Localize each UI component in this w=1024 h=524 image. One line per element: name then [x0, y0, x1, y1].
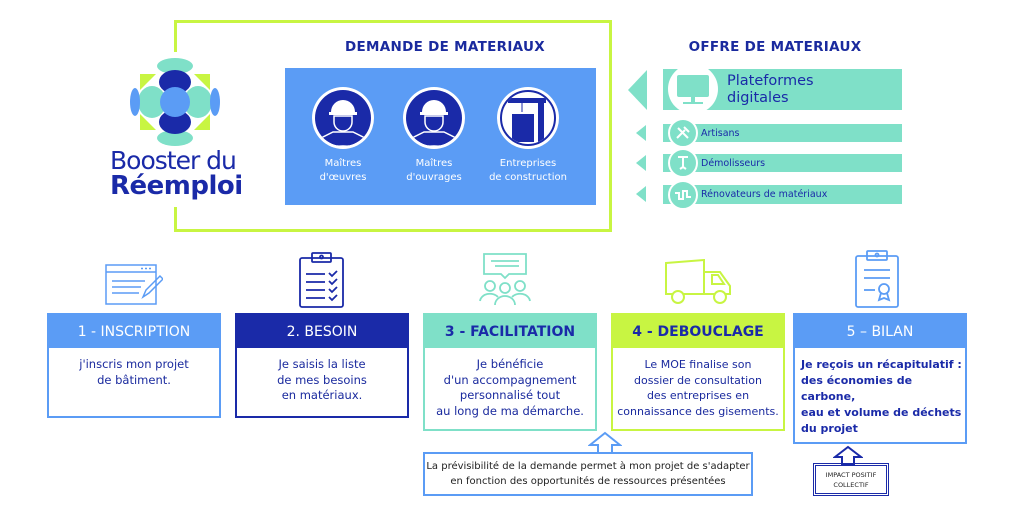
demand-panel: Maîtres d'œuvres Maîtres d'ouvrages Entr…: [285, 68, 596, 205]
actor-label-line1: Entreprises: [499, 158, 557, 169]
step-text-line: dossier de consultation: [634, 373, 762, 387]
step-text-line: au long de ma démarche.: [436, 403, 584, 418]
logo-text-line1: Booster du: [110, 146, 237, 175]
logo-mark-icon: [130, 58, 220, 146]
offer-label: Artisans: [701, 127, 740, 139]
step-title: 4 - DEBOUCLAGE: [613, 315, 783, 348]
step-text-line: connaissance des gisements.: [617, 404, 779, 418]
step-title: 2. BESOIN: [237, 315, 407, 348]
arrow-up-icon: [833, 445, 863, 465]
logo-text-line2: Réemploi: [110, 171, 243, 201]
frame-top: [174, 20, 612, 23]
step-text-line: Je reçois un récapitulatif :: [801, 358, 962, 371]
jackhammer-icon: [668, 148, 698, 178]
offer-label-line1: Plateformes: [727, 73, 814, 89]
predictability-note: La prévisibilité de la demande permet à …: [423, 452, 753, 496]
step-text-line: des économies de carbone,: [801, 374, 913, 403]
arrow-left-icon: [636, 186, 646, 202]
step-text-line: en matériaux.: [281, 388, 363, 402]
offer-item-artisans: Artisans: [663, 124, 902, 142]
form-edit-icon: [105, 264, 165, 310]
monitor-icon: [668, 64, 718, 114]
frame-left-top: [174, 20, 177, 52]
offer-title: OFFRE DE MATERIAUX: [688, 39, 862, 55]
step-text-line: du projet: [801, 422, 858, 435]
group-discussion-icon: [479, 253, 531, 311]
checklist-icon: [299, 252, 345, 312]
step-title: 3 - FACILITATION: [425, 315, 595, 348]
actor-label-line2: de construction: [489, 172, 567, 183]
note-line2: en fonction des opportunités de ressourc…: [450, 476, 726, 487]
arrow-left-icon: [636, 125, 646, 141]
step-title: 1 - INSCRIPTION: [49, 315, 219, 348]
actor-entreprises: Entreprises de construction: [478, 87, 578, 185]
certificate-icon: [855, 250, 899, 312]
step-text-line: d'un accompagnement: [443, 372, 577, 387]
actor-label-line2: d'œuvres: [319, 172, 367, 183]
tools-icon: [668, 118, 698, 148]
actor-label-line2: d'ouvrages: [406, 172, 462, 183]
step-text-line: de mes besoins: [277, 372, 367, 387]
offer-label-line2: digitales: [727, 90, 789, 106]
step-debouclage: 4 - DEBOUCLAGE Le MOE finalise son dossi…: [611, 313, 785, 431]
offer-label: Rénovateurs de matériaux: [701, 189, 828, 200]
crane-building-icon: [500, 90, 556, 146]
offer-label: Démolisseurs: [701, 157, 766, 169]
step-text-line: de bâtiment.: [97, 372, 171, 387]
dump-truck-icon: [664, 258, 740, 309]
step-bilan: 5 – BILAN Je reçois un récapitulatif : d…: [793, 313, 967, 444]
logo: [130, 58, 220, 146]
impact-badge: IMPACT POSITIF COLLECTIF: [813, 463, 889, 496]
arrow-left-icon: [636, 155, 646, 171]
step-inscription: 1 - INSCRIPTION j'inscris mon projet de …: [47, 313, 221, 418]
step-text-line: j'inscris mon projet: [79, 357, 189, 371]
demand-title: DEMANDE DE MATERIAUX: [345, 39, 545, 55]
step-text-line: personnalisé tout: [459, 388, 561, 402]
arrow-left-icon: [628, 70, 647, 110]
offer-item-renovateurs: Rénovateurs de matériaux: [663, 185, 902, 204]
pipe-icon: [668, 180, 698, 210]
step-facilitation: 3 - FACILITATION Je bénéficie d'un accom…: [423, 313, 597, 431]
step-text-line: Le MOE finalise son: [644, 358, 752, 371]
engineer-helmet-icon: [406, 90, 462, 146]
actor-label-line1: Maîtres: [324, 158, 362, 169]
frame-right: [609, 20, 612, 232]
step-text-line: Je saisis la liste: [278, 357, 366, 371]
worker-helmet-icon: [315, 90, 371, 146]
impact-line2: COLLECTIF: [833, 481, 869, 489]
step-text-line: Je bénéficie: [476, 357, 544, 371]
actor-label-line1: Maîtres: [415, 158, 453, 169]
impact-line1: IMPACT POSITIF: [825, 471, 877, 479]
step-text-line: des entreprises en: [646, 389, 750, 402]
offer-item-demolisseurs: Démolisseurs: [663, 154, 902, 172]
frame-left-bottom: [174, 207, 177, 232]
actor-maitres-ouvrages: Maîtres d'ouvrages: [384, 87, 484, 185]
frame-bottom: [174, 229, 612, 232]
step-title: 5 – BILAN: [795, 315, 965, 348]
arrow-up-icon: [588, 431, 622, 454]
step-besoin: 2. BESOIN Je saisis la liste de mes beso…: [235, 313, 409, 418]
step-text-line: eau et volume de déchets: [801, 406, 962, 419]
note-line1: La prévisibilité de la demande permet à …: [426, 461, 750, 472]
actor-maitres-oeuvres: Maîtres d'œuvres: [293, 87, 393, 185]
